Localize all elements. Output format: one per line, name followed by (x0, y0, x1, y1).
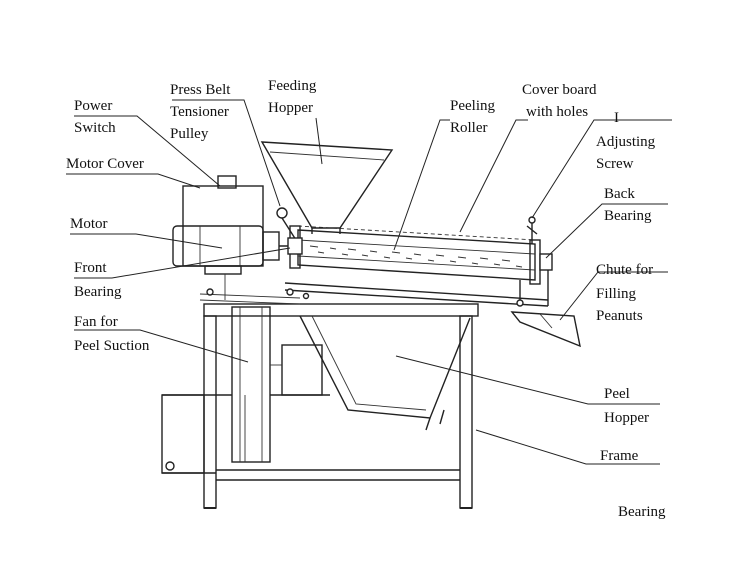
label-cover-board-with-holes: Cover board with holes (522, 82, 600, 120)
motor-assembly (172, 175, 298, 300)
label-back-bearing: Back Bearing (604, 186, 652, 224)
roller-drum (289, 225, 541, 285)
leader-adjusting-screw (531, 119, 672, 219)
leader-lines (66, 99, 672, 465)
leader-peeling-roller (393, 119, 450, 251)
fan-housing (161, 306, 330, 474)
bearings (287, 237, 553, 271)
leader-feeding-hopper (315, 117, 323, 165)
labels: Power Switch Press Belt Tensioner Pulley… (66, 78, 666, 520)
frame-structure (203, 303, 479, 509)
base-plate (199, 282, 549, 307)
leader-front-bearing (74, 247, 291, 279)
chute-body (510, 311, 581, 348)
leader-power-switch (74, 115, 221, 187)
leader-chute (559, 271, 668, 321)
label-bearing-fragment: Bearing (618, 504, 666, 520)
base-bolts (206, 288, 310, 300)
label-chute-for-filling-peanuts: Chute for Filling Peanuts (596, 262, 657, 324)
leader-motor (70, 233, 223, 249)
leader-peel-hopper (395, 355, 660, 405)
leader-fan (74, 329, 249, 363)
label-motor-cover: Motor Cover (66, 156, 144, 172)
label-frame: Frame (600, 448, 639, 464)
label-press-belt-tensioner-pulley: Press Belt Tensioner Pulley (170, 82, 234, 142)
label-power-switch: Power Switch (74, 98, 116, 136)
label-front-bearing: Front Bearing (74, 260, 122, 300)
label-feeding-hopper: Feeding Hopper (268, 78, 320, 116)
back-supports (516, 270, 549, 307)
peel-hopper-body (299, 315, 471, 431)
label-peel-hopper: Peel Hopper (604, 386, 649, 426)
label-fan-for-peel-suction: Fan for Peel Suction (74, 314, 150, 354)
leader-back-bearing (545, 203, 668, 259)
feeding-hopper-body (260, 141, 394, 234)
label-motor: Motor (70, 216, 108, 232)
machine-drawing (161, 141, 581, 509)
tensioner-pulley (276, 207, 297, 241)
leader-cover-board (459, 119, 528, 233)
leader-motor-cover (66, 173, 201, 189)
label-adjusting-screw: I Adjusting Screw (596, 110, 659, 172)
leader-frame (475, 429, 660, 465)
adjusting-screw-body (526, 216, 538, 244)
leader-press-belt (172, 99, 281, 207)
label-peeling-roller: Peeling Roller (450, 98, 499, 136)
